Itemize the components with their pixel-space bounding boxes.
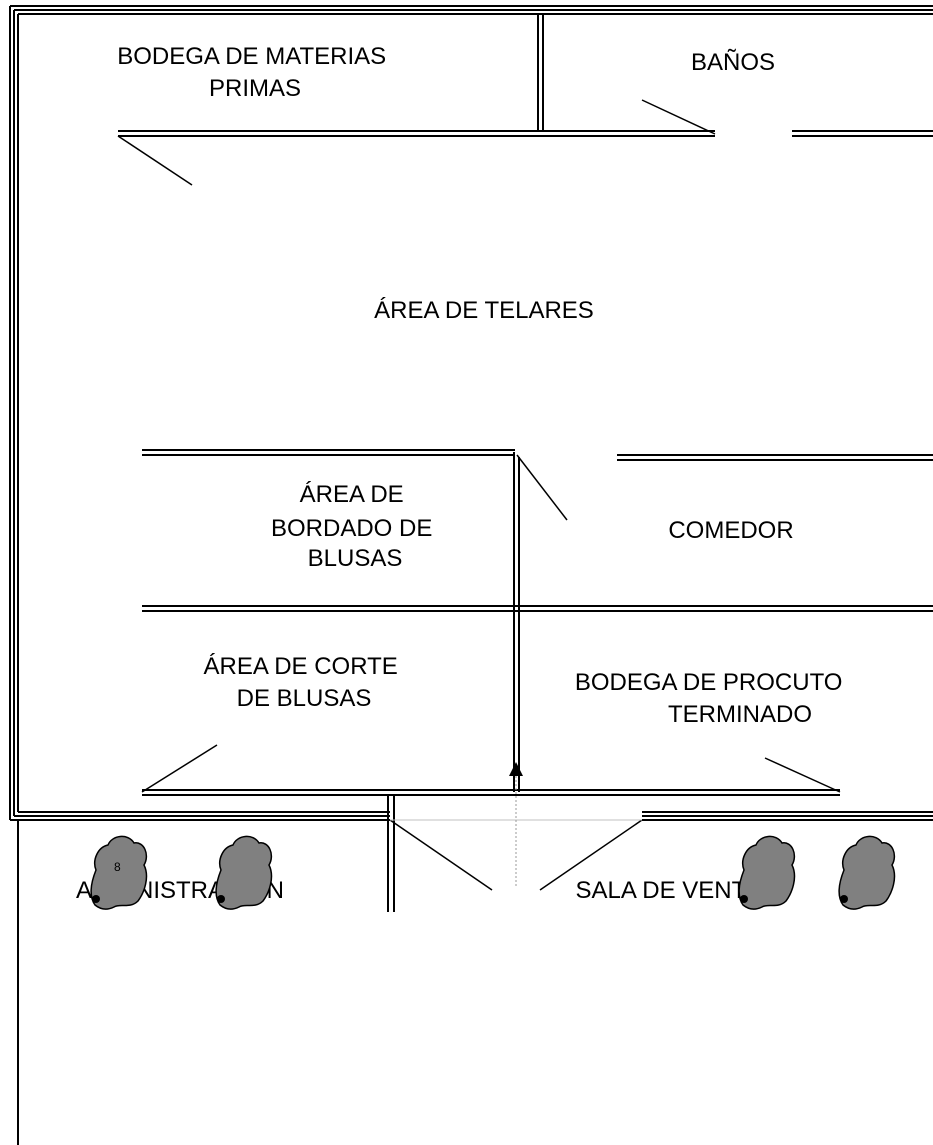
shrub-icon [838, 835, 896, 910]
label-banos: BAÑOS [691, 49, 775, 76]
shrub-icon [738, 835, 796, 910]
label-comedor: COMEDOR [668, 517, 793, 544]
shrub-icon: 8 [90, 835, 148, 910]
label-area-corte: ÁREA DE CORTE DE BLUSAS [204, 653, 405, 712]
door-swings [117, 99, 841, 891]
interior-walls [118, 14, 933, 912]
label-bodega-materias-primas: BODEGA DE MATERIAS PRIMAS [117, 43, 393, 102]
outer-wall [9, 5, 933, 1145]
svg-text:8: 8 [114, 860, 121, 874]
label-area-bordado: ÁREA DE BORDADO DE BLUSAS [271, 481, 439, 572]
entrance-arrow-icon [509, 762, 523, 888]
label-area-telares: ÁREA DE TELARES [374, 297, 594, 324]
shrub-icon [215, 835, 273, 910]
label-bodega-producto: BODEGA DE PROCUTO TERMINADO [575, 669, 849, 728]
